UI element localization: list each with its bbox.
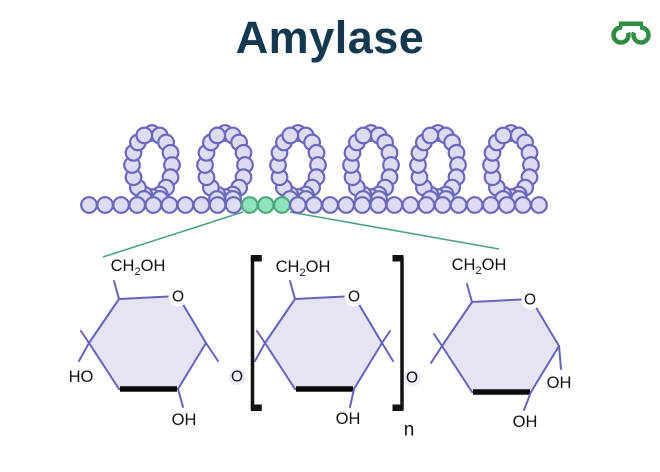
bead xyxy=(289,196,307,214)
bond-ho xyxy=(78,342,90,362)
bead xyxy=(337,196,356,214)
glucose-ring-left xyxy=(78,280,219,408)
bead xyxy=(498,196,516,214)
label-ring-oxygen-right: O xyxy=(523,291,537,309)
bond-glycosidic xyxy=(205,342,219,362)
label-oh-right-side: OH xyxy=(546,373,572,392)
bead xyxy=(281,126,300,145)
glycosidic-oxygen-halo xyxy=(403,369,421,387)
bead xyxy=(385,196,404,214)
bond-glycosidic xyxy=(381,342,394,362)
label-text: OH xyxy=(140,257,166,275)
label-ch2oh-left: CH2OH xyxy=(111,258,166,278)
bond-oh xyxy=(558,345,562,370)
bond-oh xyxy=(177,388,184,408)
bead xyxy=(514,196,532,214)
bond-ch2oh xyxy=(289,280,296,300)
bead xyxy=(421,126,440,145)
hexagon-ring xyxy=(264,295,383,390)
bead xyxy=(112,196,130,214)
ring-oxygen-gap xyxy=(344,287,364,307)
label-oh-middle-bottom: OH xyxy=(335,409,361,428)
bond-glycosidic xyxy=(430,345,443,364)
zoom-connector-line xyxy=(102,211,244,258)
hexagon-ring xyxy=(88,295,207,390)
label-text: OH xyxy=(481,256,507,274)
bead xyxy=(449,196,468,214)
bead xyxy=(208,126,227,145)
label-ho-left: HO xyxy=(68,367,94,386)
bracket-left xyxy=(250,255,262,411)
bead xyxy=(354,126,373,145)
label-ring-oxygen-middle: O xyxy=(347,288,361,306)
ring-oxygen-gap xyxy=(521,290,541,310)
ring-oxygen-gap xyxy=(168,287,188,307)
label-text: CH xyxy=(110,257,135,275)
bond-glycosidic xyxy=(254,342,266,362)
bond-stub xyxy=(256,330,266,344)
glucose-ring-middle xyxy=(254,280,394,408)
bond-oh xyxy=(349,388,355,408)
bead xyxy=(321,196,340,214)
label-glycosidic-oxygen-right: O xyxy=(405,369,419,387)
label-text: CH xyxy=(275,258,300,276)
bond-stub xyxy=(433,333,443,347)
label-ch2oh-right: CH2OH xyxy=(452,257,507,277)
green-bead xyxy=(256,196,275,214)
bond-ch2oh xyxy=(466,283,473,303)
label-subscript: 2 xyxy=(134,266,141,278)
bead xyxy=(128,196,147,214)
bead xyxy=(224,196,243,214)
bead xyxy=(417,196,436,214)
zoom-connector-lines xyxy=(102,211,500,258)
label-subscript: 2 xyxy=(299,267,306,279)
bead xyxy=(530,196,548,214)
bead-chain xyxy=(80,124,548,214)
bead xyxy=(144,196,163,214)
bead xyxy=(433,196,452,214)
label-text: CH xyxy=(451,256,476,274)
page-title: Amylase xyxy=(235,12,425,63)
bead xyxy=(353,196,372,214)
bead xyxy=(192,196,211,214)
bead xyxy=(80,196,98,214)
bond-stub xyxy=(381,330,391,344)
bead xyxy=(369,196,388,214)
bracket-right xyxy=(392,255,404,411)
bead xyxy=(305,196,323,214)
hexagon-ring xyxy=(441,298,560,393)
geeksforgeeks-logo-icon xyxy=(611,21,651,45)
bead xyxy=(481,196,500,214)
bond-stub xyxy=(80,330,90,344)
bond-ch2oh xyxy=(113,280,120,300)
bead xyxy=(465,196,484,214)
bead xyxy=(135,126,154,145)
green-bead xyxy=(273,196,291,214)
label-text: OH xyxy=(305,258,331,276)
bead xyxy=(494,126,513,145)
bead xyxy=(208,196,227,214)
bond-oh xyxy=(523,391,532,411)
label-ch2oh-middle: CH2OH xyxy=(276,259,331,279)
bead xyxy=(96,196,114,214)
bead xyxy=(401,196,420,214)
label-ring-oxygen-left: O xyxy=(171,288,185,306)
label-oh-left-bottom: OH xyxy=(171,410,197,429)
zoom-connector-line xyxy=(289,211,500,250)
label-repeat-n: n xyxy=(403,419,415,441)
label-oh-right-bottom: OH xyxy=(512,412,538,431)
label-subscript: 2 xyxy=(475,265,482,277)
bead xyxy=(160,196,179,214)
glucose-ring-right xyxy=(430,283,562,411)
glycosidic-oxygen-halo xyxy=(228,368,246,386)
green-bead xyxy=(240,196,259,214)
label-glycosidic-oxygen-left: O xyxy=(230,368,244,386)
bead xyxy=(176,196,195,214)
